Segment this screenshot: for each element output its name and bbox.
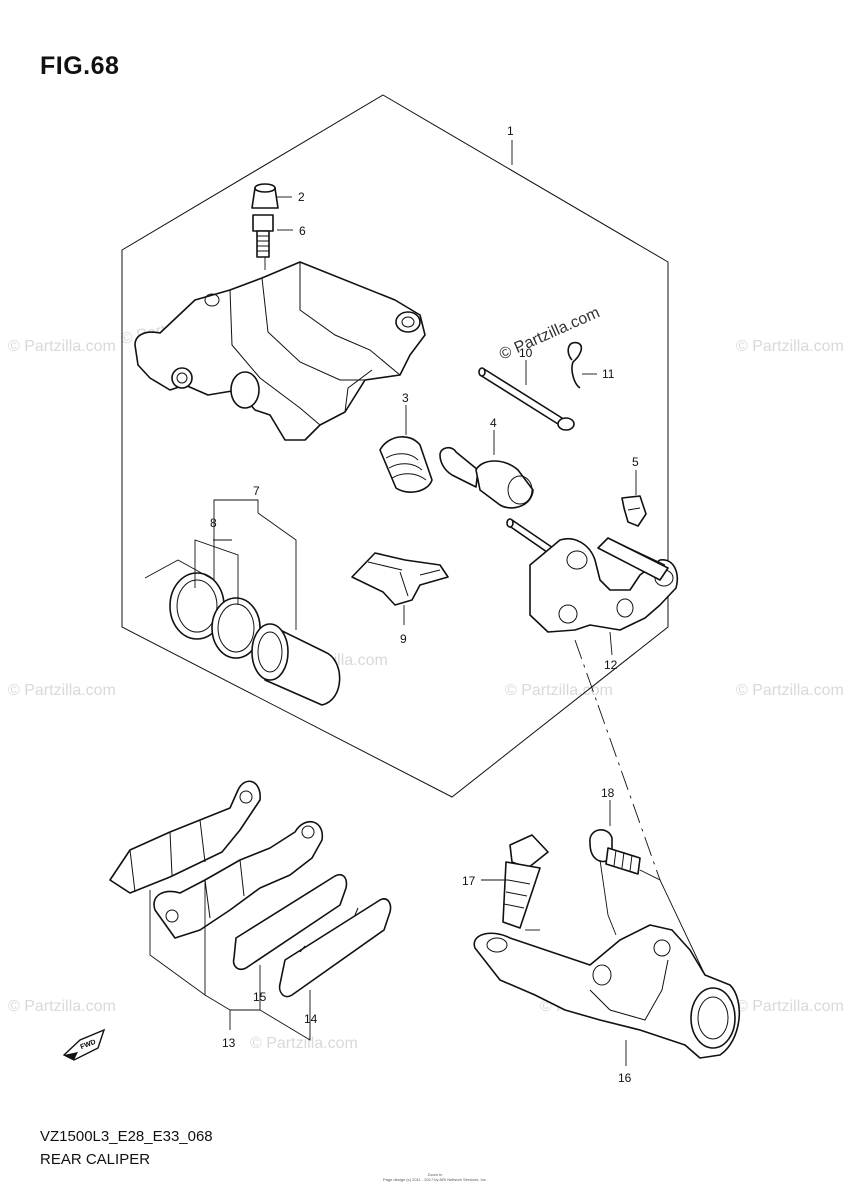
caliper-holder-part <box>473 924 741 1059</box>
forward-arrow-icon: FWD <box>62 1028 106 1061</box>
copyright-text: Page design (c) 2011 - 2017 by ARI Netwo… <box>383 1177 487 1182</box>
caliper-body <box>134 261 426 441</box>
callout-3: 3 <box>402 391 409 405</box>
watermark: © Partzilla.com <box>505 682 613 699</box>
callout-4: 4 <box>490 416 497 430</box>
callout-11: 11 <box>602 367 615 381</box>
bleeder-valve-part <box>252 214 274 270</box>
watermark: © Partzilla.com <box>8 682 116 699</box>
section-name-label: REAR CALIPER <box>40 1151 151 1168</box>
callout-5: 5 <box>632 455 639 469</box>
watermark: © Partzilla.com <box>8 338 116 355</box>
footer-note: Zoom In Page design (c) 2011 - 2017 by A… <box>365 1172 505 1182</box>
shim-b-part <box>232 873 348 971</box>
callout-6: 6 <box>299 224 306 238</box>
piston-part <box>251 623 341 706</box>
caliper-bracket-part <box>506 518 679 633</box>
assembly-boundary <box>121 94 669 798</box>
shim-a-part <box>278 898 392 998</box>
bolt-part <box>589 829 641 875</box>
callout-8: 8 <box>210 516 217 530</box>
watermark: © Partzilla.com <box>736 998 844 1015</box>
flange-bolt-part <box>502 834 549 929</box>
callout-14: 14 <box>304 1012 318 1026</box>
watermark: © Partzilla.com <box>736 682 844 699</box>
brake-pad-inner-part <box>153 820 323 939</box>
pin-clip-part <box>567 341 583 389</box>
watermark: © Partzilla.com <box>8 998 116 1015</box>
pad-pin-part <box>478 367 575 431</box>
callout-13: 13 <box>222 1036 236 1050</box>
bleeder-cap-part <box>251 183 279 209</box>
callout-18: 18 <box>601 786 615 800</box>
watermark: © Partzilla.com <box>736 338 844 355</box>
model-code-label: VZ1500L3_E28_E33_068 <box>40 1128 213 1145</box>
figure-title: FIG.68 <box>40 52 120 80</box>
callout-12: 12 <box>604 658 618 672</box>
pad-spring-part <box>351 552 449 606</box>
callout-7: 7 <box>253 484 260 498</box>
watermark: © Partzilla.com <box>250 1035 358 1052</box>
callout-2: 2 <box>298 190 305 204</box>
spring-clip-part <box>621 495 647 527</box>
seal-rings-part <box>169 572 261 659</box>
callout-16: 16 <box>618 1071 632 1085</box>
callout-9: 9 <box>400 632 407 646</box>
brake-pad-outer-part <box>109 780 261 894</box>
callout-15: 15 <box>253 990 267 1004</box>
leader-lines <box>144 140 706 1066</box>
callout-1: 1 <box>507 124 514 138</box>
slide-pin-part <box>439 446 534 509</box>
callout-10: 10 <box>519 346 533 360</box>
boot-part <box>379 436 433 493</box>
callout-numbers: 1 2 3 4 5 6 7 8 9 10 11 12 13 14 15 16 1… <box>210 124 639 1085</box>
zoom-in-link[interactable]: Zoom In <box>427 1172 443 1177</box>
callout-17: 17 <box>462 874 476 888</box>
